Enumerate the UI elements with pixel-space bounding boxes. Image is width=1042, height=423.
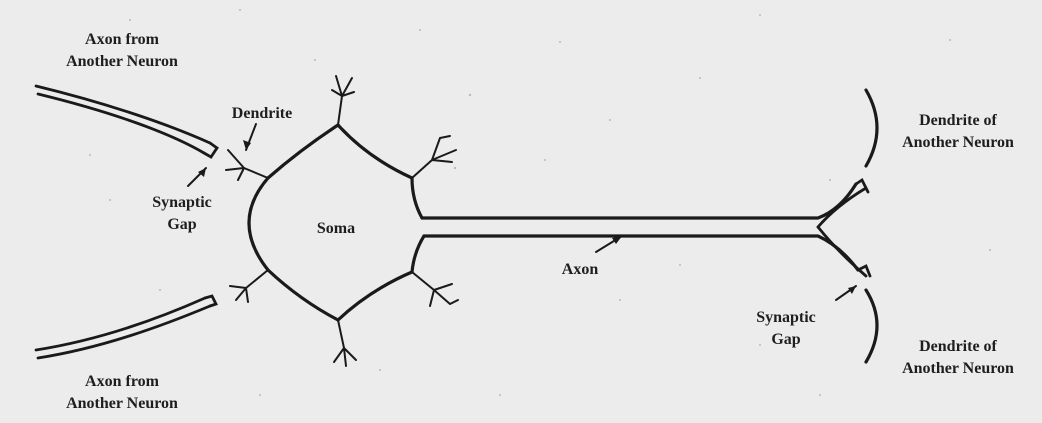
incoming-axon-bottom [36,296,216,358]
label-dendrite-of-top: Dendrite of Another Neuron [902,112,1014,151]
label-synaptic-gap-right-line2: Gap [771,331,800,348]
label-synaptic-gap-right-line1: Synaptic [756,309,816,326]
label-synaptic-gap-right: Synaptic Gap [756,309,816,348]
label-axon-from-bottom-line1: Axon from [85,373,160,390]
other-dendrite-bottom [866,290,877,362]
label-dendrite: Dendrite [232,105,292,122]
label-axon-from-bottom-line2: Another Neuron [66,395,178,412]
label-axon-from-top-line1: Axon from [85,31,160,48]
label-synaptic-gap-left-line1: Synaptic [152,194,212,211]
background-speckles [89,9,991,396]
pointer-arrows [188,124,856,300]
other-dendrite-top [866,90,877,166]
label-axon-from-top: Axon from Another Neuron [66,31,178,70]
label-synaptic-gap-left: Synaptic Gap [152,194,212,233]
label-axon-from-top-line2: Another Neuron [66,53,178,70]
label-dendrite-of-bottom-line1: Dendrite of [919,338,997,355]
label-dendrite-of-top-line2: Another Neuron [902,134,1014,151]
label-synaptic-gap-left-line2: Gap [167,216,196,233]
label-dendrite-of-top-line1: Dendrite of [919,112,997,129]
label-dendrite-of-bottom: Dendrite of Another Neuron [902,338,1014,377]
label-soma: Soma [317,220,355,237]
incoming-axon-top [36,86,217,157]
main-axon [422,180,870,276]
label-axon-from-bottom: Axon from Another Neuron [66,373,178,412]
label-dendrite-of-bottom-line2: Another Neuron [902,360,1014,377]
label-axon: Axon [562,261,599,278]
